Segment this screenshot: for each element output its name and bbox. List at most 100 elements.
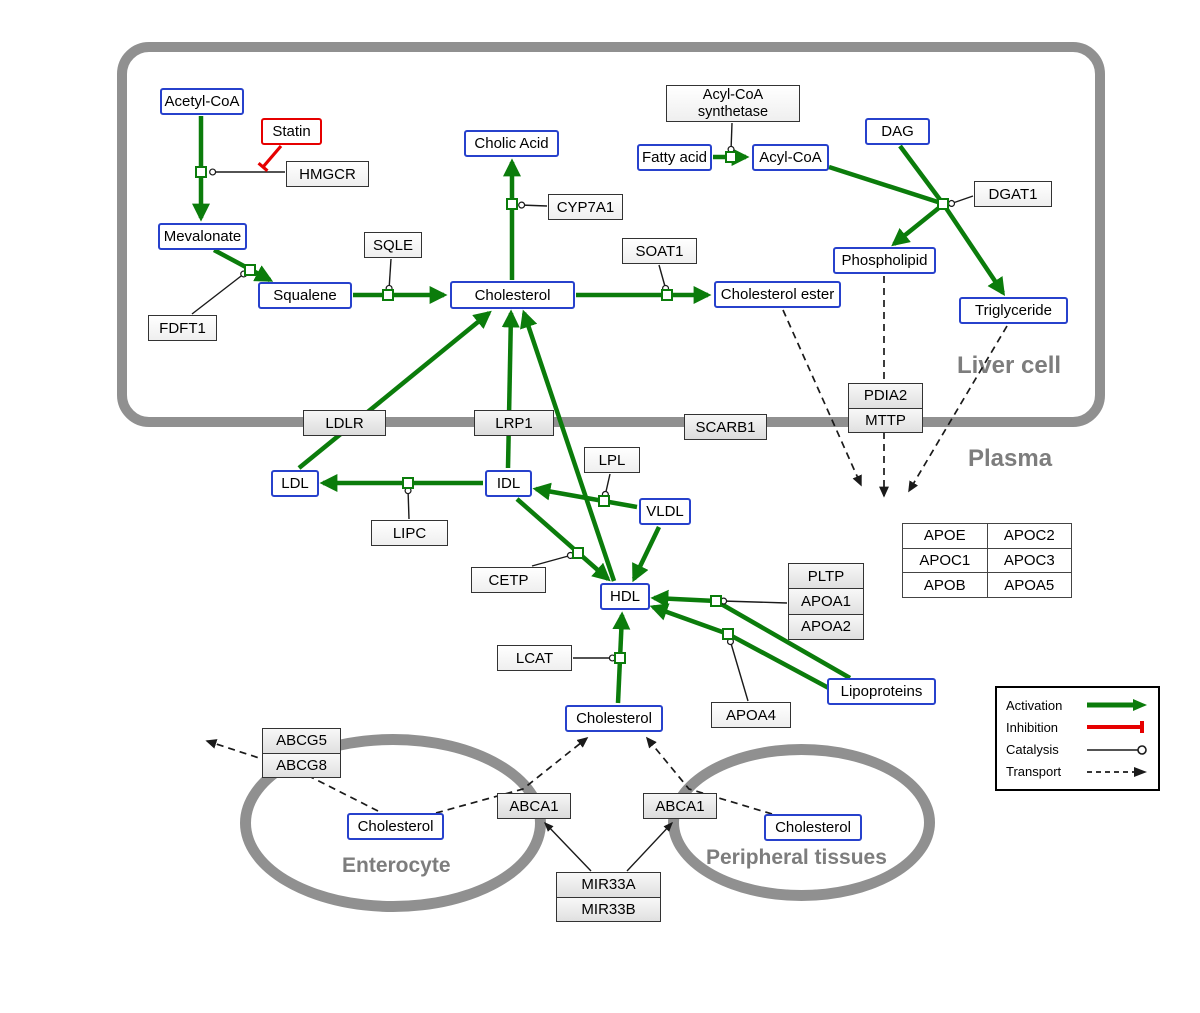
node-pltp-apoa1-apoa2-cell-0[interactable]: PLTP (789, 564, 863, 589)
node-scarb1[interactable]: SCARB1 (684, 414, 767, 440)
apo-table-cell[interactable]: APOA5 (986, 573, 1071, 598)
enterocyte-region (240, 734, 546, 912)
legend-row-activation: Activation (1006, 698, 1149, 713)
node-pdia2-mttp-cell-0[interactable]: PDIA2 (849, 384, 922, 408)
node-apoa4[interactable]: APOA4 (711, 702, 791, 728)
node-cholesterol-enterocyte[interactable]: Cholesterol (347, 813, 444, 840)
node-abca1-enterocyte[interactable]: ABCA1 (497, 793, 571, 819)
process-node (725, 151, 737, 163)
node-ldl[interactable]: LDL (271, 470, 319, 497)
edge-peripheral-cholesterol-to-plasma (645, 736, 773, 815)
edge-dag-to-dgat1-process (898, 144, 943, 203)
process-node (722, 628, 734, 640)
node-statin[interactable]: Statin (261, 118, 322, 145)
node-pltp-apoa1-apoa2-cell-2[interactable]: APOA2 (789, 613, 863, 639)
edge-cetp-catalysis (531, 551, 574, 567)
node-ldlr[interactable]: LDLR (303, 410, 386, 436)
node-squalene[interactable]: Squalene (258, 282, 352, 309)
node-label-line: synthetase (697, 103, 769, 120)
node-hdl[interactable]: HDL (600, 583, 650, 610)
node-lrp1[interactable]: LRP1 (474, 410, 554, 436)
node-sqle[interactable]: SQLE (364, 232, 422, 258)
apo-table-cell[interactable]: APOB (903, 573, 987, 598)
plasma-label: Plasma (968, 445, 1053, 472)
node-cholesterol-plasma[interactable]: Cholesterol (565, 705, 663, 732)
node-phospholipid[interactable]: Phospholipid (833, 247, 936, 274)
apo-table-cell[interactable]: APOE (903, 524, 987, 548)
node-lipoproteins[interactable]: Lipoproteins (827, 678, 936, 705)
legend: Activation Inhibition Catalysis Transpor… (995, 686, 1160, 791)
node-acyl-coa[interactable]: Acyl-CoA (752, 144, 829, 171)
edge-hdl-to-liver-cholesterol (520, 309, 617, 582)
node-acetyl-coa[interactable]: Acetyl-CoA (160, 88, 244, 115)
process-node (382, 289, 394, 301)
node-hmgcr[interactable]: HMGCR (286, 161, 369, 187)
node-lcat[interactable]: LCAT (497, 645, 572, 671)
node-dag[interactable]: DAG (865, 118, 930, 145)
process-node (614, 652, 626, 664)
node-lipc[interactable]: LIPC (371, 520, 448, 546)
node-triglyceride[interactable]: Triglyceride (959, 297, 1068, 324)
node-abcg5-abcg8-cell-0[interactable]: ABCG5 (263, 729, 340, 753)
edge-apoa4-catalysis (726, 638, 749, 702)
node-cholesterol-ester[interactable]: Cholesterol ester (714, 281, 841, 308)
node-mevalonate[interactable]: Mevalonate (158, 223, 247, 250)
node-cetp[interactable]: CETP (471, 567, 546, 593)
node-pdia2-mttp-cell-1[interactable]: MTTP (849, 407, 922, 432)
apo-table-cell[interactable]: APOC3 (986, 548, 1071, 573)
node-pltp-apoa1-apoa2-cell-1[interactable]: APOA1 (789, 588, 863, 614)
apo-table-cell[interactable]: APOC2 (986, 524, 1071, 548)
legend-activation-label: Activation (1006, 697, 1063, 713)
enterocyte-label: Enterocyte (342, 854, 451, 877)
node-abcg5-abcg8-cell-1[interactable]: ABCG8 (263, 752, 340, 777)
edge-dgat1-process-to-triglyceride (944, 206, 1006, 296)
edge-acyl-coa-to-dgat1-process (828, 164, 942, 206)
node-cholic-acid[interactable]: Cholic Acid (464, 130, 559, 157)
peripheral-tissues-label: Peripheral tissues (706, 846, 887, 869)
node-abca1-peripheral[interactable]: ABCA1 (643, 793, 717, 819)
edge-statin-inhibits-hmgcr (257, 144, 283, 173)
edge-idl-to-liver-cholesterol (501, 309, 520, 469)
process-node (244, 264, 256, 276)
node-mir33a-mir33b-cell-0[interactable]: MIR33A (557, 873, 660, 897)
edge-cyp7a1-catalysis (518, 201, 548, 209)
edge-enterocyte-cholesterol-to-plasma (435, 736, 589, 814)
edge-idl-to-hdl (515, 497, 611, 582)
liver-cell-label: Liver cell (957, 352, 1062, 379)
node-cholesterol-liver[interactable]: Cholesterol (450, 281, 575, 309)
process-node (661, 289, 673, 301)
process-node (710, 595, 722, 607)
edge-vldl-to-hdl (631, 526, 662, 583)
node-cholesterol-peripheral[interactable]: Cholesterol (764, 814, 862, 841)
node-cyp7a1[interactable]: CYP7A1 (548, 194, 623, 220)
node-vldl[interactable]: VLDL (639, 498, 691, 525)
catalysis-circle-icon (1087, 744, 1147, 755)
node-mir33a-mir33b-cell-1[interactable]: MIR33B (557, 896, 660, 921)
edge-dgat1-process-to-phospholipid (891, 205, 942, 247)
activation-arrow-icon (1087, 699, 1147, 712)
process-node (506, 198, 518, 210)
node-soat1[interactable]: SOAT1 (622, 238, 697, 264)
inhibition-tbar-icon (1087, 721, 1144, 734)
node-fdft1[interactable]: FDFT1 (148, 315, 217, 341)
legend-catalysis-label: Catalysis (1006, 742, 1059, 758)
node-lpl[interactable]: LPL (584, 447, 640, 473)
node-fatty-acid[interactable]: Fatty acid (637, 144, 712, 171)
apo-table-cell[interactable]: APOC1 (903, 548, 987, 573)
legend-row-inhibition: Inhibition (1006, 720, 1149, 735)
node-dgat1[interactable]: DGAT1 (974, 181, 1052, 207)
edge-cholesterol-ester-transport (782, 309, 862, 487)
legend-transport-label: Transport (1006, 764, 1062, 780)
edge-soat1-catalysis (658, 264, 670, 292)
node-idl[interactable]: IDL (485, 470, 532, 497)
